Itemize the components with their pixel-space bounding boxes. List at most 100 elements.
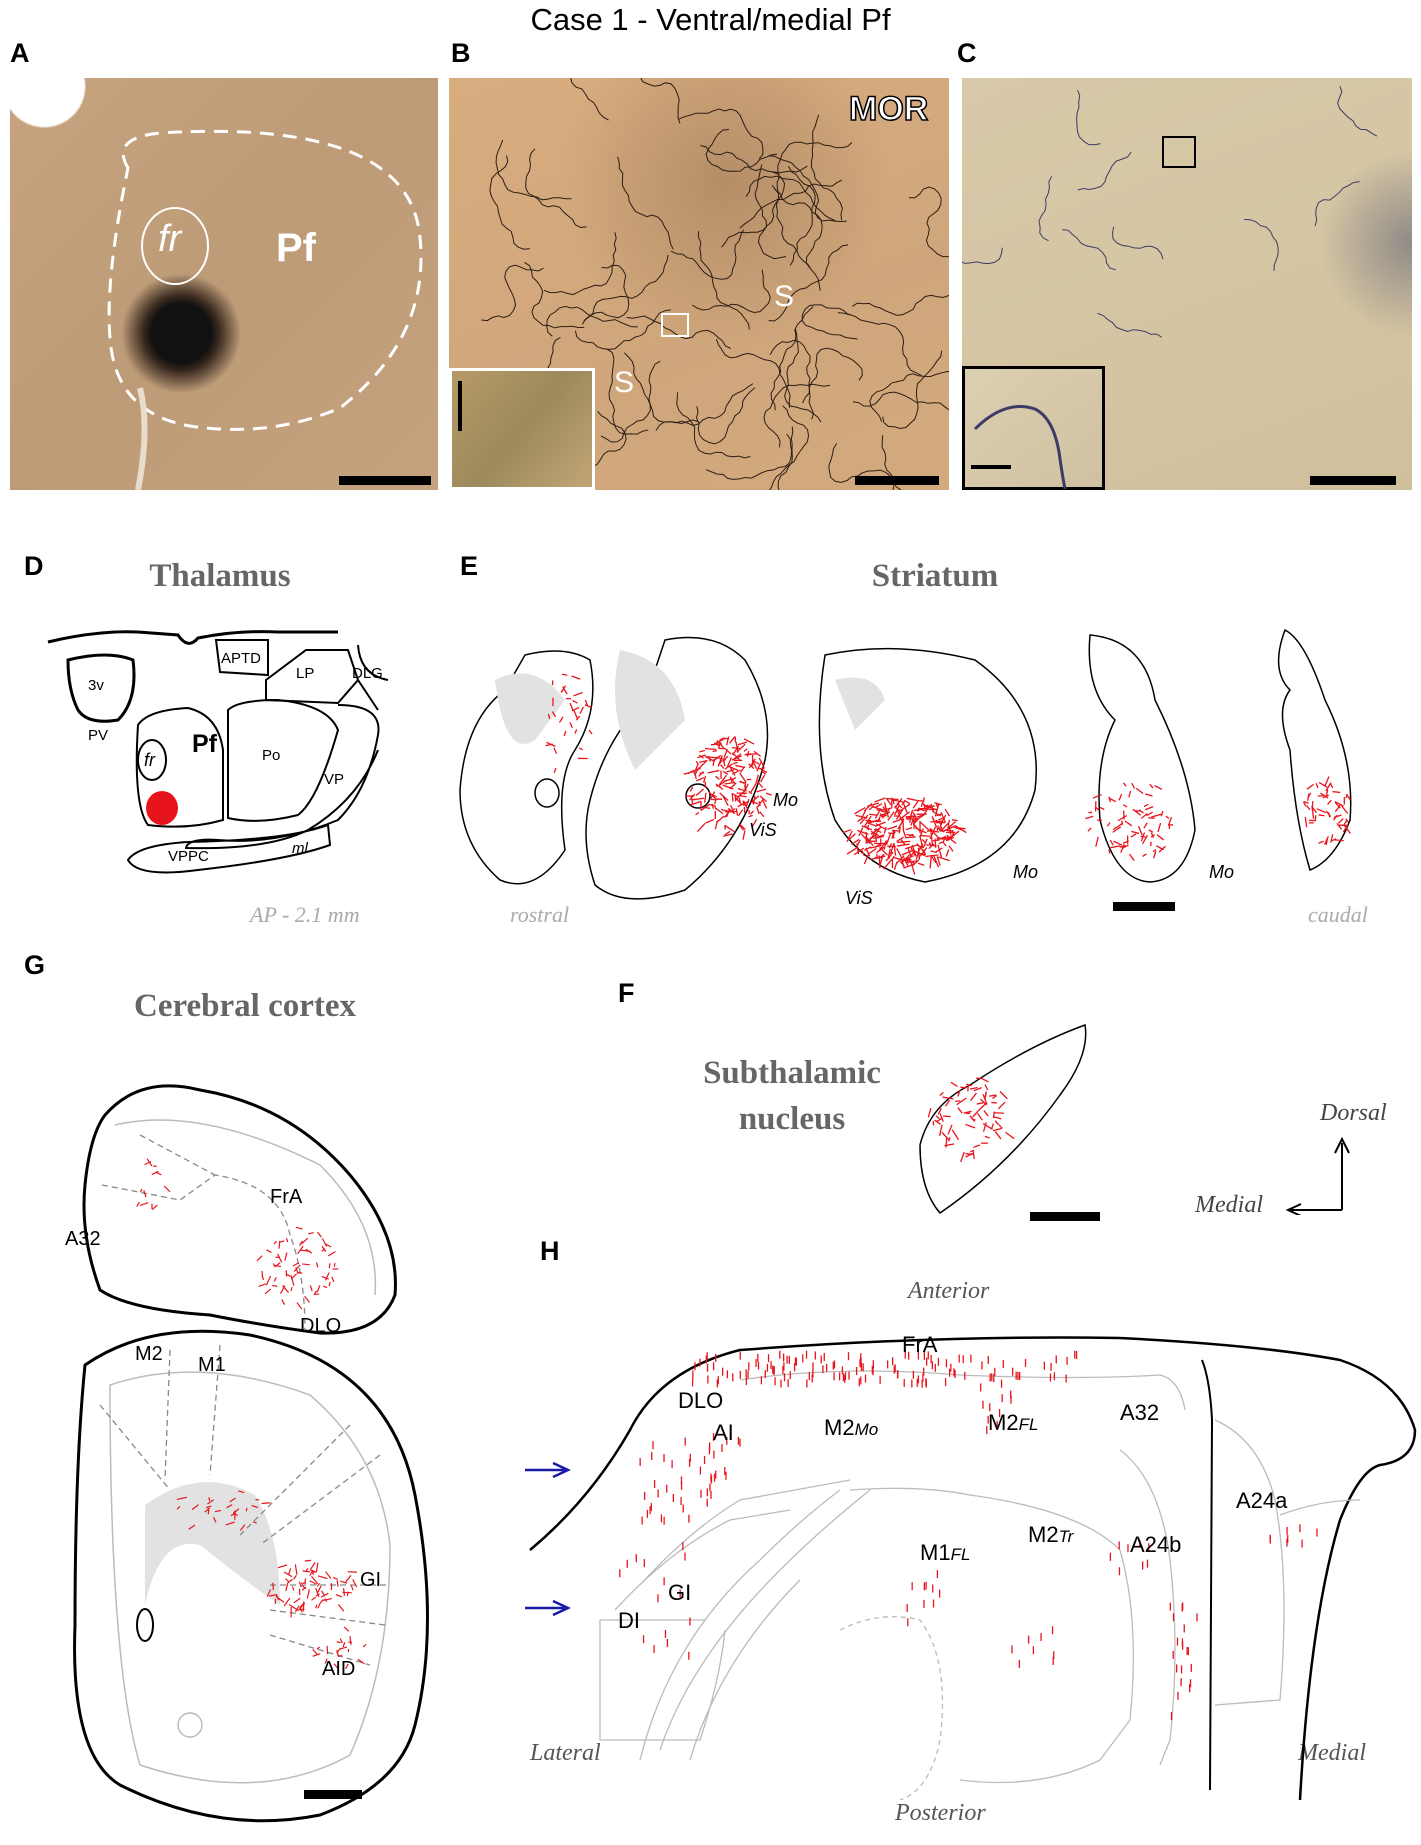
thalamus-diagram: 3v APTD LP DLG PV Pf fr Po VP VPPC ml [38, 620, 398, 880]
stn-fiber [943, 1116, 951, 1117]
cortical-fiber [337, 1580, 338, 1586]
cortical-fiber [293, 1263, 299, 1266]
cortical-fiber [342, 1592, 351, 1593]
labeled-axon [490, 156, 530, 250]
striatal-fiber [696, 812, 699, 814]
cortical-fiber [363, 1644, 366, 1647]
striatal-fiber [1100, 807, 1104, 809]
stn-fiber [965, 1124, 975, 1127]
striatal-fiber [930, 821, 942, 822]
labeled-axon [1098, 313, 1162, 337]
striatal-fiber [920, 822, 929, 830]
cortical-fiber [294, 1575, 297, 1579]
stn-fiber [973, 1111, 978, 1117]
cortical-fiber [262, 1276, 264, 1280]
labeled-axon [1315, 182, 1360, 226]
striatal-fiber [1331, 834, 1333, 842]
cortical-fiber [334, 1263, 335, 1267]
panel-label-g: G [24, 950, 45, 981]
striatal-fiber [738, 810, 742, 816]
cortical-fiber [274, 1241, 276, 1244]
striatal-fiber [749, 815, 753, 816]
stn-fiber [984, 1110, 988, 1116]
cortical-fiber [305, 1296, 310, 1302]
inset-box [962, 366, 1105, 490]
striatal-fiber [937, 825, 938, 830]
h-gi-label: GI [668, 1580, 691, 1605]
cortical-fiber [291, 1287, 292, 1291]
striatal-fiber [887, 833, 891, 845]
caudal-label: caudal [1308, 902, 1368, 928]
striatal-fiber [1109, 850, 1110, 854]
panel-c-micrograph [962, 78, 1412, 490]
stn-fiber [949, 1137, 950, 1141]
cortical-fiber [259, 1284, 266, 1286]
labeled-axon [634, 78, 680, 123]
cortical-fiber [292, 1586, 293, 1590]
striatal-fiber [717, 816, 724, 822]
cortical-fiber [313, 1649, 318, 1655]
striatal-fiber [1144, 823, 1147, 828]
h-ai-label: AI [713, 1420, 734, 1445]
cortical-fiber [273, 1583, 274, 1590]
region-3v: 3v [88, 677, 104, 694]
striatal-fiber [1315, 815, 1316, 820]
striatal-fiber [575, 729, 577, 733]
labeled-axon [618, 157, 674, 250]
cortical-fiber [278, 1254, 282, 1263]
striatal-fiber [1157, 835, 1164, 840]
striatal-fiber [585, 705, 592, 708]
striatal-fiber [869, 814, 877, 815]
vis-label-1: ViS [749, 820, 777, 840]
labeled-axon [883, 351, 942, 429]
cortical-fiber [336, 1595, 342, 1597]
striatal-fiber [721, 810, 728, 812]
striatal-fiber [1143, 854, 1147, 856]
striatal-fiber [730, 783, 736, 789]
striatal-fiber [696, 778, 704, 781]
striatal-fiber [706, 819, 714, 823]
striatal-fiber [1166, 816, 1169, 818]
labeled-axon [803, 348, 863, 403]
striatal-fiber [554, 768, 556, 773]
labeled-axon [1244, 219, 1278, 270]
labeled-axon [852, 291, 949, 315]
cortical-fiber [208, 1508, 209, 1514]
inset-scale-bar [971, 465, 1011, 469]
cortical-fiber [280, 1241, 284, 1242]
striatal-fiber [708, 770, 720, 773]
labeled-axon [524, 262, 584, 328]
striatal-fiber [1330, 784, 1332, 788]
striatal-fiber [1329, 812, 1330, 817]
dorsal-label: Dorsal [1320, 1100, 1387, 1127]
labeled-axon [716, 339, 790, 408]
stn-fiber [940, 1092, 944, 1095]
striatal-fiber [914, 819, 915, 829]
striatal-fiber [1093, 795, 1102, 799]
striatal-fiber [554, 748, 557, 754]
striatal-fiber [725, 825, 735, 831]
region-pv: PV [88, 727, 108, 744]
cortical-fiber [317, 1586, 321, 1593]
thalamus-heading: Thalamus [110, 558, 330, 595]
region-vp: VP [324, 771, 344, 788]
cortical-fiber [316, 1263, 317, 1268]
cortical-fiber [262, 1503, 271, 1504]
labeled-axon [722, 172, 785, 247]
striatal-fiber [1141, 814, 1147, 819]
striatal-fiber [1337, 823, 1342, 829]
labeled-axon [769, 156, 847, 222]
cortical-fiber [152, 1205, 157, 1210]
striatal-fiber [905, 837, 916, 838]
striatal-fiber [735, 765, 745, 767]
stn-fiber [960, 1087, 966, 1088]
stn-fiber [995, 1132, 1001, 1139]
striatal-fiber [930, 856, 931, 869]
striatal-fiber [559, 717, 563, 723]
cortex-heading: Cerebral cortex [100, 988, 390, 1025]
striatal-fiber [925, 855, 938, 857]
stn-fiber [977, 1103, 983, 1104]
striatal-fiber [1318, 841, 1323, 843]
stn-heading-line1: Subthalamic [672, 1050, 912, 1096]
scale-bar [1310, 476, 1396, 485]
